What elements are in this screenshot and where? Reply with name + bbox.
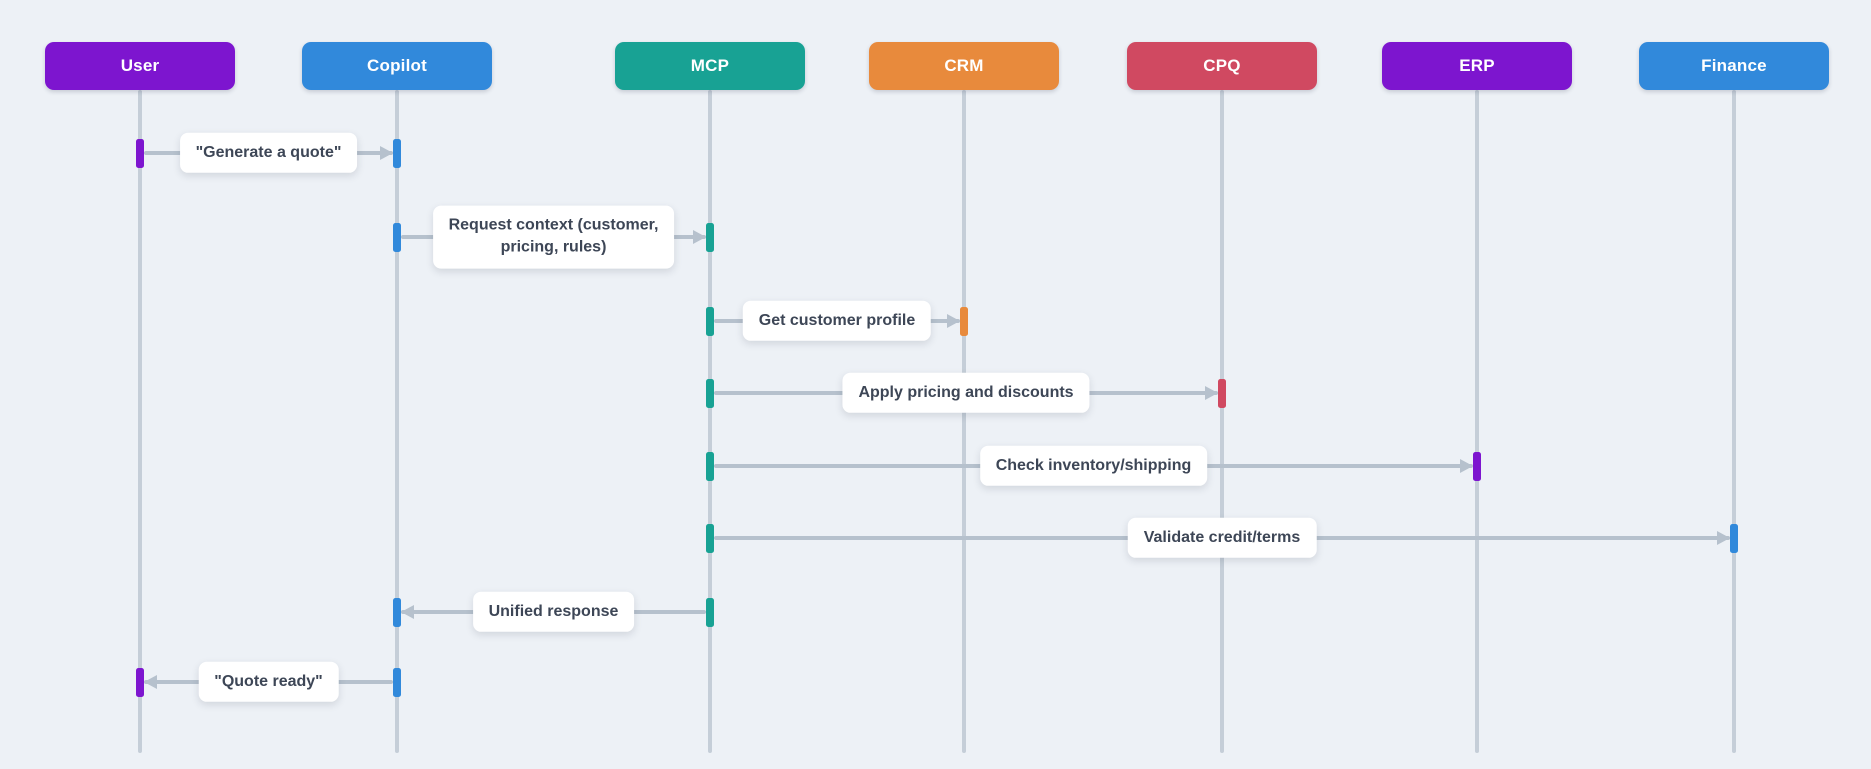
actor-box-copilot: Copilot — [302, 42, 492, 90]
actor-box-finance: Finance — [1639, 42, 1829, 90]
message-label: Validate credit/terms — [1127, 517, 1317, 559]
activation-bar-copilot — [393, 667, 401, 697]
actor-box-mcp: MCP — [615, 42, 805, 90]
actor-box-crm: CRM — [869, 42, 1059, 90]
lifeline-finance — [1732, 90, 1736, 753]
arrowhead-icon — [144, 675, 157, 689]
message-label: Get customer profile — [742, 300, 932, 342]
activation-bar-user — [136, 138, 144, 168]
activation-bar-mcp — [706, 597, 714, 627]
activation-bar-copilot — [393, 222, 401, 252]
activation-bar-erp — [1473, 451, 1481, 481]
activation-bar-user — [136, 667, 144, 697]
lifeline-erp — [1475, 90, 1479, 753]
activation-bar-mcp — [706, 451, 714, 481]
activation-bar-finance — [1730, 523, 1738, 553]
message-label: "Quote ready" — [198, 661, 339, 703]
activation-bar-cpq — [1218, 378, 1226, 408]
message-label: Unified response — [472, 591, 635, 633]
lifeline-cpq — [1220, 90, 1224, 753]
arrowhead-icon — [947, 314, 960, 328]
activation-bar-copilot — [393, 597, 401, 627]
actor-box-cpq: CPQ — [1127, 42, 1317, 90]
arrowhead-icon — [401, 605, 414, 619]
activation-bar-mcp — [706, 378, 714, 408]
arrowhead-icon — [1717, 531, 1730, 545]
actor-box-erp: ERP — [1382, 42, 1572, 90]
actor-box-user: User — [45, 42, 235, 90]
activation-bar-copilot — [393, 138, 401, 168]
lifeline-copilot — [395, 90, 399, 753]
arrowhead-icon — [1205, 386, 1218, 400]
activation-bar-crm — [960, 306, 968, 336]
message-label: Request context (customer, pricing, rule… — [432, 205, 675, 269]
activation-bar-mcp — [706, 523, 714, 553]
activation-bar-mcp — [706, 222, 714, 252]
message-label: "Generate a quote" — [179, 132, 358, 174]
arrowhead-icon — [693, 230, 706, 244]
activation-bar-mcp — [706, 306, 714, 336]
message-label: Check inventory/shipping — [979, 445, 1208, 487]
lifeline-mcp — [708, 90, 712, 753]
arrowhead-icon — [380, 146, 393, 160]
lifeline-user — [138, 90, 142, 753]
arrowhead-icon — [1460, 459, 1473, 473]
lifeline-crm — [962, 90, 966, 753]
message-label: Apply pricing and discounts — [842, 372, 1090, 414]
